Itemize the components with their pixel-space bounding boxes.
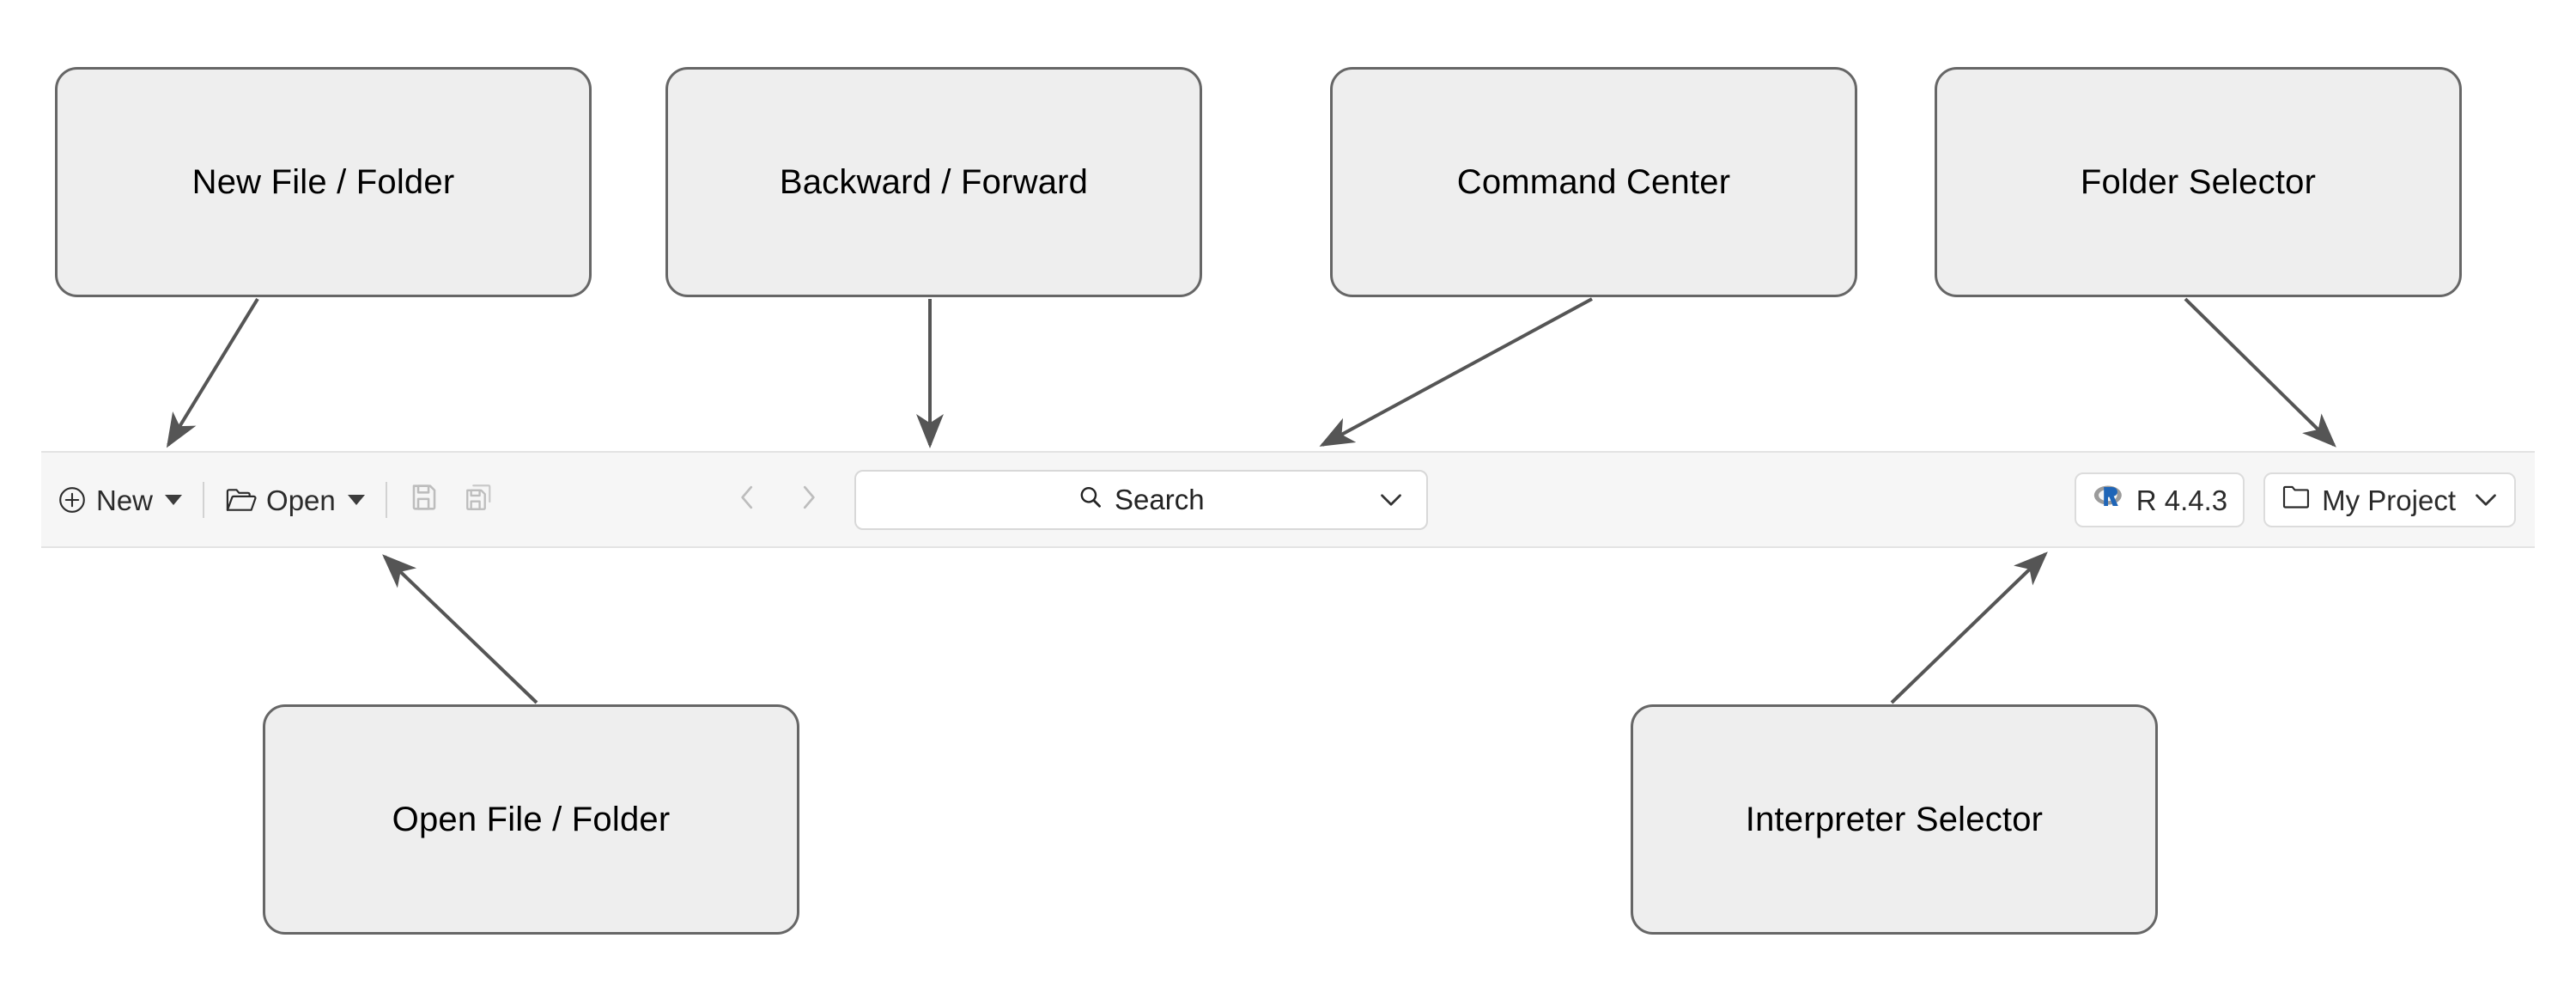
- arrow-command-center: [1319, 297, 1593, 447]
- search-placeholder: Search: [1114, 483, 1205, 515]
- save-button[interactable]: [408, 481, 440, 518]
- arrow-open-file: [382, 554, 538, 704]
- interpreter-selector-button[interactable]: R 4.4.3: [2074, 472, 2245, 527]
- toolbar-right-group: R 4.4.3 My Project: [2074, 472, 2516, 527]
- search-inner: Search: [856, 484, 1426, 516]
- arrow-folder-selector: [2184, 297, 2336, 448]
- callout-command-center: Command Center: [1330, 67, 1857, 297]
- toolbar-navigation-group: [734, 481, 822, 518]
- new-button-label: New: [96, 484, 154, 516]
- callout-new-file-folder: New File / Folder: [55, 67, 592, 297]
- save-all-button[interactable]: [463, 481, 495, 518]
- chevron-right-icon: [796, 481, 822, 518]
- application-toolbar: New Open: [41, 451, 2535, 548]
- plus-circle-icon: [57, 484, 88, 515]
- callout-label: New File / Folder: [191, 162, 455, 201]
- chevron-left-icon: [734, 481, 760, 518]
- folder-selector-button[interactable]: My Project: [2263, 472, 2516, 527]
- chevron-down-icon[interactable]: [2473, 491, 2499, 509]
- save-icon: [408, 481, 440, 518]
- navigate-forward-button[interactable]: [796, 481, 822, 518]
- open-folder-icon: [225, 485, 258, 515]
- callout-interpreter-selector: Interpreter Selector: [1631, 704, 2158, 935]
- chevron-down-icon[interactable]: [347, 494, 365, 505]
- interpreter-label: R 4.4.3: [2136, 484, 2228, 516]
- chevron-down-icon[interactable]: [1378, 491, 1404, 509]
- command-center-search[interactable]: Search: [854, 469, 1428, 530]
- new-file-folder-button[interactable]: New: [57, 484, 183, 516]
- callout-open-file-folder: Open File / Folder: [263, 704, 799, 935]
- open-button-label: Open: [266, 484, 336, 516]
- folder-icon: [2281, 483, 2312, 517]
- toolbar-divider: [385, 481, 387, 518]
- arrow-new-file: [166, 297, 259, 448]
- callout-label: Open File / Folder: [392, 800, 671, 838]
- chevron-down-icon[interactable]: [165, 494, 183, 505]
- project-label: My Project: [2322, 484, 2456, 516]
- toolbar-left-group: New Open: [57, 481, 495, 518]
- callout-backward-forward: Backward / Forward: [665, 67, 1202, 297]
- callout-label: Folder Selector: [2080, 162, 2317, 201]
- callout-folder-selector: Folder Selector: [1935, 67, 2462, 297]
- r-logo-icon: [2092, 483, 2126, 517]
- arrow-interpreter: [1890, 551, 2048, 704]
- navigate-back-button[interactable]: [734, 481, 760, 518]
- toolbar-divider: [203, 481, 205, 518]
- search-icon: [1078, 484, 1103, 515]
- callout-label: Command Center: [1456, 162, 1731, 201]
- callout-label: Backward / Forward: [779, 162, 1089, 201]
- save-all-icon: [463, 481, 495, 518]
- open-file-folder-button[interactable]: Open: [225, 485, 365, 515]
- callout-label: Interpreter Selector: [1745, 800, 2044, 838]
